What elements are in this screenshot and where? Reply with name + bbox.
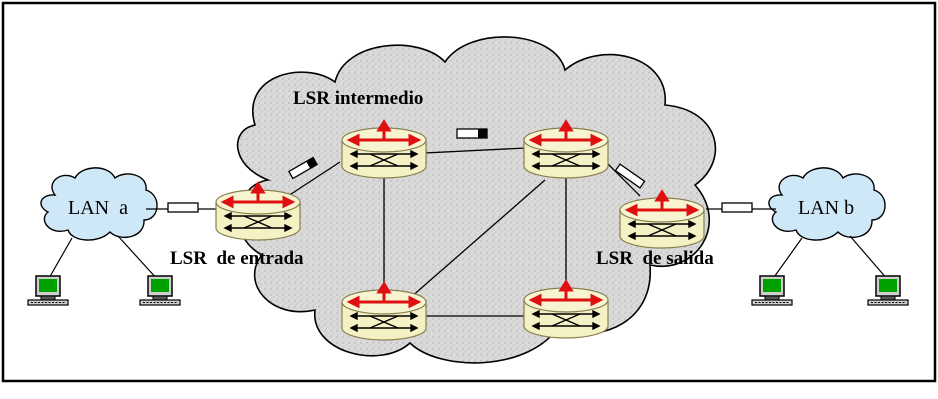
link-ingress-intermediate [287,161,341,197]
lan-drop-lines [47,235,889,281]
label-lsr-salida: LSR de salida [596,248,714,269]
packet-icon [167,202,199,213]
packet-icon [721,202,753,213]
packet-icon [456,128,488,139]
label-lsr-intermedio: LSR intermedio [293,88,423,109]
packet-icon [614,163,646,189]
lan-a-cloud-icon [40,167,158,241]
label-lan-b: LAN b [798,197,854,219]
backbone-cloud-icon [236,36,717,364]
lan-b-cloud-icon [768,167,886,241]
label-lan-a: LAN a [68,197,128,219]
link-topright-egress [603,159,641,197]
packet-icon [287,156,319,180]
link-bottomleft-topright [409,179,546,299]
label-lsr-entrada: LSR de entrada [170,248,304,269]
